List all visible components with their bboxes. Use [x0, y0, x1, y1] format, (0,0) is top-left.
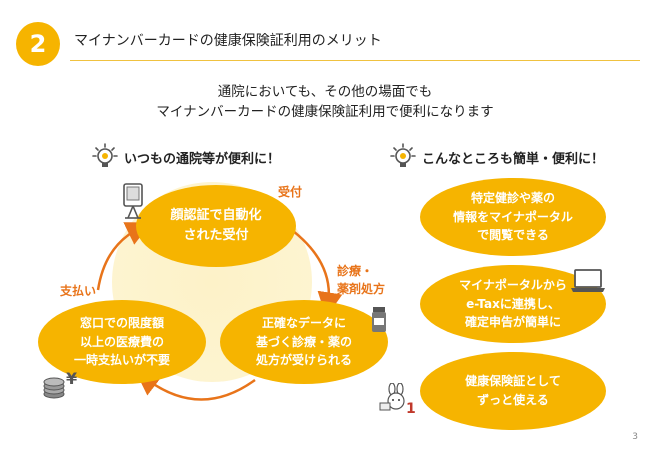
benefit-circle-insurance-card: 健康保険証として ずっと使える [420, 352, 606, 430]
benefit-1-line-3: で閲覧できる [477, 228, 549, 243]
benefit-2-line-3: 確定申告が簡単に [464, 315, 561, 330]
section-number-badge: 2 [16, 22, 60, 66]
left-section-heading: いつもの通院等が便利に！ [124, 152, 281, 167]
label-reception: 受付 [278, 185, 303, 199]
cycle-circle-reception: 顔認証で自動化 された受付 [136, 185, 296, 267]
benefit-3-line-2: ずっと使える [477, 393, 549, 407]
label-treatment-line-1: 診療・ [337, 264, 374, 278]
coins-yen-icon: ¥ [42, 368, 84, 402]
label-treatment: 診療・ 薬剤処方 [337, 262, 385, 298]
svg-text:¥: ¥ [66, 369, 77, 388]
benefit-3-line-1: 健康保険証として [465, 374, 561, 389]
page-number: 3 [632, 432, 638, 442]
benefit-2-line-2: e-Taxに連携し、 [466, 296, 560, 311]
right-section-heading: こんなところも簡単・便利に！ [422, 152, 605, 167]
benefit-1-line-2: 情報をマイナポータル [453, 209, 573, 224]
cycle-circle-treatment: 正確なデータに 基づく診療・薬の 処方が受けられる [220, 300, 388, 384]
intro-line-1: 通院においても、その他の場面でも [217, 84, 433, 100]
treatment-line-1: 正確なデータに [261, 316, 346, 331]
payment-line-2: 以上の医療費の [79, 334, 164, 349]
laptop-icon [570, 268, 606, 294]
page-title: マイナンバーカードの健康保険証利用のメリット [74, 33, 382, 49]
cycle-circle-payment: 窓口での限度額 以上の医療費の 一時支払いが不要 [38, 300, 206, 384]
pill-bottle-icon [371, 306, 387, 334]
benefit-circle-portal-info: 特定健診や薬の 情報をマイナポータル で閲覧できる [420, 178, 606, 256]
treatment-line-2: 基づく診療・薬の [255, 334, 352, 349]
header-divider [70, 60, 640, 61]
payment-line-3: 一時支払いが不要 [73, 353, 170, 368]
benefit-2-line-1: マイナポータルから [459, 278, 567, 293]
treatment-line-3: 処方が受けられる [255, 353, 352, 368]
face-auth-terminal-icon [118, 182, 148, 222]
lightbulb-gear-icon [390, 143, 416, 169]
reception-line-1: 顔認証で自動化 [170, 207, 262, 223]
label-treatment-line-2: 薬剤処方 [337, 282, 386, 296]
reception-line-2: された受付 [183, 228, 249, 243]
intro-line-2: マイナンバーカードの健康保険証利用で便利になります [156, 104, 494, 120]
payment-line-1: 窓口での限度額 [79, 316, 164, 331]
benefit-1-line-1: 特定健診や薬の [470, 191, 555, 206]
label-payment: 支払い [60, 284, 97, 298]
lightbulb-gear-icon [92, 143, 118, 169]
svg-text:1: 1 [406, 401, 416, 417]
rabbit-mascot-icon: 1 [378, 383, 416, 419]
